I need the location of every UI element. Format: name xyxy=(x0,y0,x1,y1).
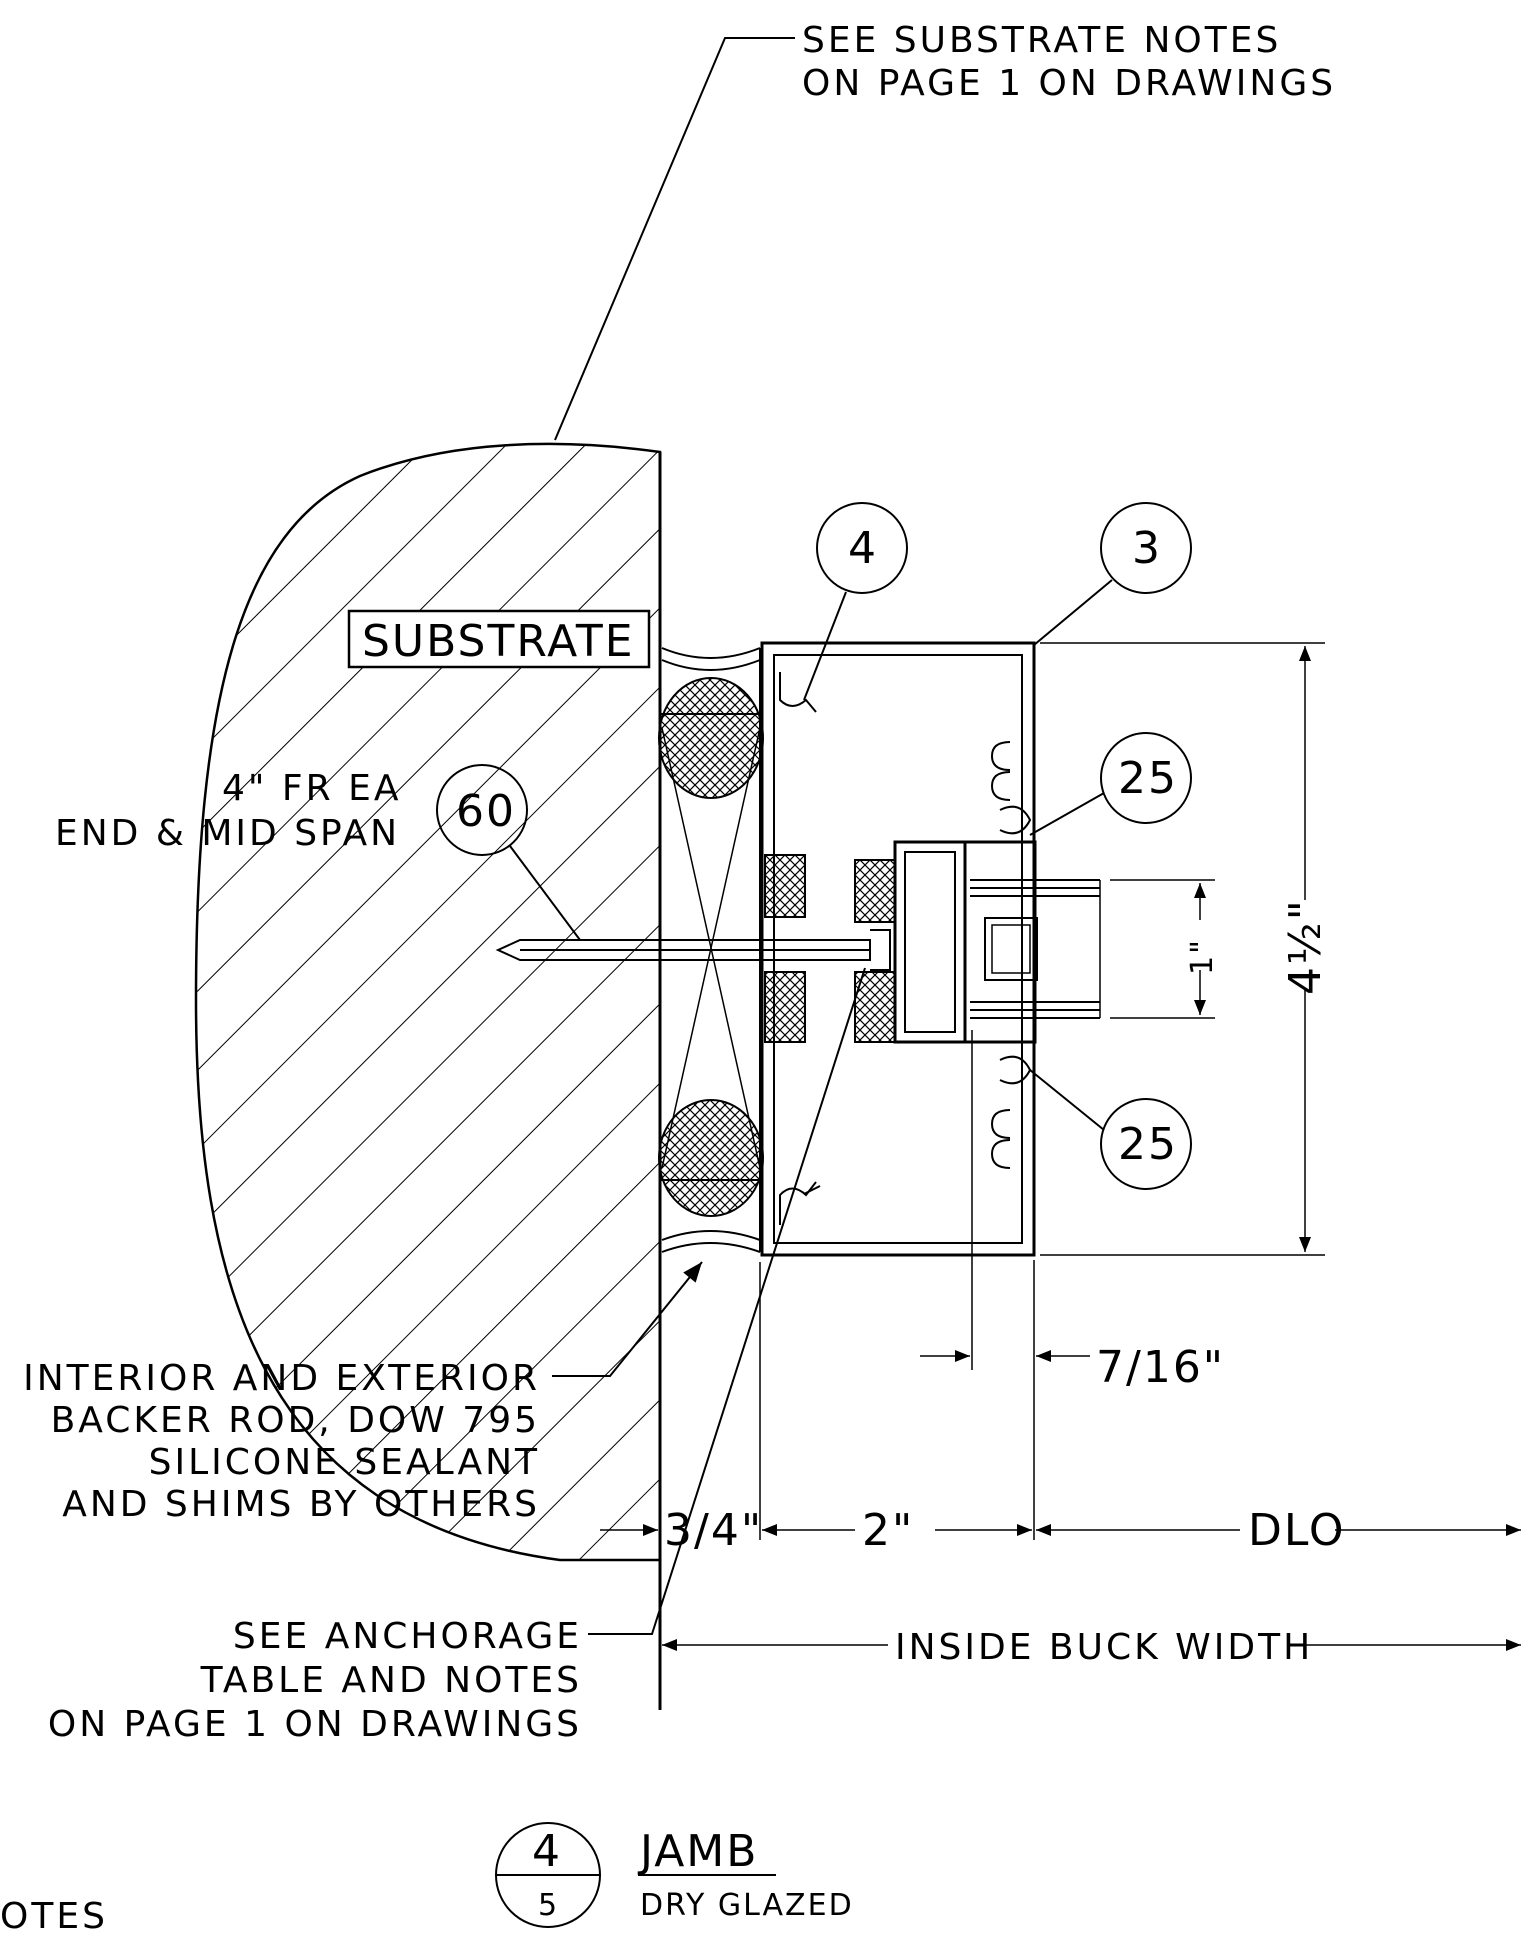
dimension-frame-depth: 2" xyxy=(762,1505,1032,1556)
sealant-joint xyxy=(658,647,764,1253)
dimension-inside-buck-width: INSIDE BUCK WIDTH xyxy=(662,1627,1521,1668)
gasket-4 xyxy=(854,971,896,1043)
gasket-2 xyxy=(764,971,806,1043)
svg-text:INTERIOR AND EXTERIOR: INTERIOR AND EXTERIOR xyxy=(23,1358,540,1399)
svg-text:SILICONE SEALANT: SILICONE SEALANT xyxy=(149,1442,540,1483)
anchor-screw xyxy=(495,929,891,971)
substrate-notes-leader xyxy=(554,37,795,441)
svg-text:1": 1" xyxy=(1185,938,1220,975)
detail-subtitle: DRY GLAZED xyxy=(640,1888,854,1923)
svg-text:TABLE AND NOTES: TABLE AND NOTES xyxy=(200,1660,582,1701)
dimension-bite: 7/16" xyxy=(920,1030,1225,1540)
callout-60: 60 xyxy=(436,764,581,941)
svg-text:4: 4 xyxy=(848,523,878,574)
svg-text:3/4": 3/4" xyxy=(664,1505,763,1556)
svg-text:BACKER ROD, DOW 795: BACKER ROD, DOW 795 xyxy=(51,1400,540,1441)
gasket-1 xyxy=(764,854,806,918)
sealant-note: INTERIOR AND EXTERIOR BACKER ROD, DOW 79… xyxy=(23,1261,703,1525)
dimension-overall-height: 4½" xyxy=(1040,642,1331,1256)
svg-text:DLO: DLO xyxy=(1248,1505,1345,1556)
callout-25-bottom: 25 xyxy=(1029,1069,1192,1190)
substrate-notes-line-2: ON PAGE 1 ON DRAWINGS xyxy=(802,63,1336,104)
dimension-dlo: DLO xyxy=(1036,1505,1521,1556)
callout-3: 3 xyxy=(1033,502,1192,646)
spacer xyxy=(984,917,1038,981)
dimension-glass-thickness: 1" xyxy=(1110,879,1220,1019)
insulated-glass-unit xyxy=(970,879,1101,1019)
svg-text:3: 3 xyxy=(1132,523,1162,574)
substrate-label-box xyxy=(347,609,651,669)
gasket-3 xyxy=(854,859,896,923)
svg-text:4½": 4½" xyxy=(1280,898,1331,995)
svg-text:2": 2" xyxy=(862,1505,914,1556)
svg-text:25: 25 xyxy=(1118,753,1178,804)
substrate-section: SUBSTRATE xyxy=(194,442,662,1710)
svg-text:ON PAGE 1 ON DRAWINGS: ON PAGE 1 ON DRAWINGS xyxy=(48,1704,582,1745)
substrate-outline xyxy=(194,442,662,1562)
fastener-spacing-line-1: 4" FR EA xyxy=(222,768,401,809)
fastener-spacing-line-2: END & MID SPAN xyxy=(55,813,400,854)
svg-text:25: 25 xyxy=(1118,1119,1178,1170)
svg-text:AND SHIMS BY OTHERS: AND SHIMS BY OTHERS xyxy=(62,1484,540,1525)
backer-rod-top xyxy=(658,677,764,799)
substrate-notes-line-1: SEE SUBSTRATE NOTES xyxy=(802,20,1281,61)
substrate-label: SUBSTRATE xyxy=(362,616,635,667)
svg-text:INSIDE BUCK WIDTH: INSIDE BUCK WIDTH xyxy=(895,1627,1313,1668)
dimension-shim-gap: 3/4" xyxy=(600,1262,763,1556)
partial-notes-text: OTES xyxy=(0,1896,108,1937)
svg-text:7/16": 7/16" xyxy=(1096,1342,1225,1393)
shim-line-b xyxy=(661,727,761,1169)
detail-number: 4 xyxy=(532,1826,562,1877)
svg-text:60: 60 xyxy=(456,786,516,837)
svg-text:SEE ANCHORAGE: SEE ANCHORAGE xyxy=(233,1616,582,1657)
callout-25-top: 25 xyxy=(1029,732,1192,836)
callout-4: 4 xyxy=(803,502,908,1195)
detail-title: JAMB xyxy=(637,1826,758,1877)
backer-rod-bottom xyxy=(658,1099,764,1217)
anchorage-note: SEE ANCHORAGE TABLE AND NOTES ON PAGE 1 … xyxy=(48,967,866,1745)
detail-title-block: 4 5 JAMB DRY GLAZED xyxy=(495,1822,854,1928)
aluminum-frame xyxy=(760,641,1037,1257)
sheet-number: 5 xyxy=(538,1888,559,1923)
